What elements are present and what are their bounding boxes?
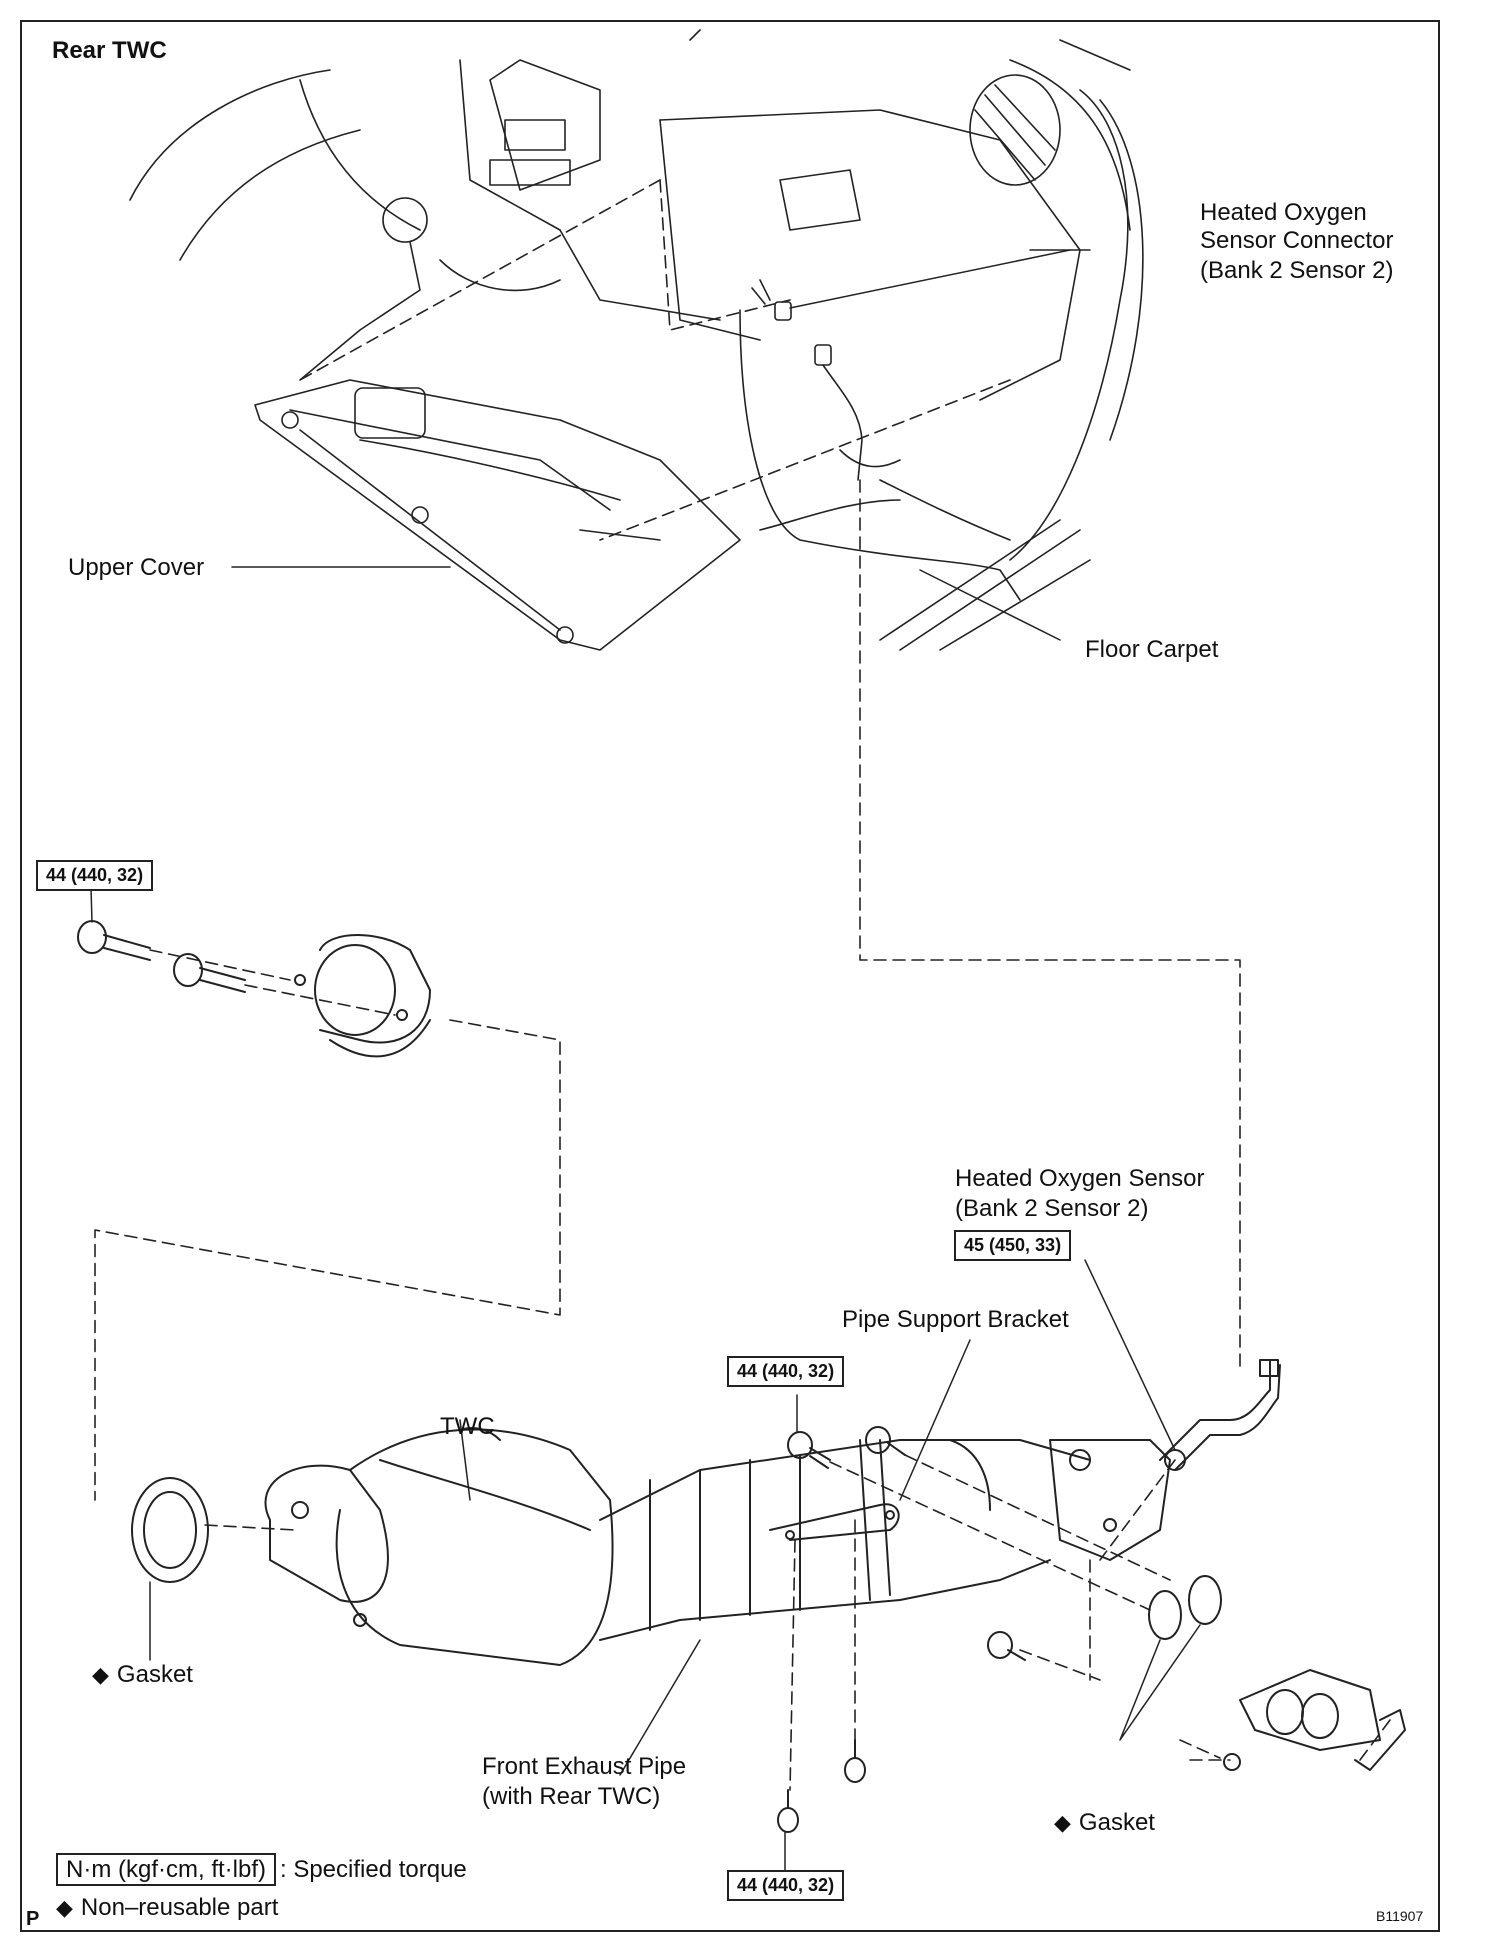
legend-torque: N·m (kgf·cm, ft·lbf): Specified torque <box>56 1853 467 1886</box>
sensor-label-line1: Heated Oxygen Sensor <box>955 1165 1205 1192</box>
torque-sensor: 45 (450, 33) <box>954 1230 1072 1261</box>
gasket-right-text: Gasket <box>1078 1809 1155 1836</box>
torque-top-left: 44 (440, 32) <box>36 860 154 891</box>
gasket-right-label: ◆ Gasket <box>1054 1808 1155 1837</box>
connector-label-line2: Sensor Connector <box>1200 227 1394 254</box>
torque-bracket-top: 44 (440, 32) <box>727 1356 845 1387</box>
gasket-left-label: ◆ Gasket <box>92 1660 193 1689</box>
front-pipe-label-line2: (with Rear TWC) <box>482 1783 661 1810</box>
legend-diamond: ◆ <box>56 1895 73 1920</box>
torque-bottom: 44 (440, 32) <box>727 1870 845 1901</box>
pipe-support-bracket-label: Pipe Support Bracket <box>842 1306 1069 1333</box>
vehicle-interior-sketch <box>129 29 1144 651</box>
legend-non-reusable-text: Non–reusable part <box>80 1894 279 1921</box>
non-reusable-mark: ◆ <box>1054 1810 1071 1835</box>
diagram-frame <box>20 20 1440 1932</box>
non-reusable-mark: ◆ <box>92 1662 109 1687</box>
upper-pipe-flange <box>77 887 431 1058</box>
lower-dashed-lines <box>204 1454 1391 1791</box>
sensor-label-line2: (Bank 2 Sensor 2) <box>955 1195 1149 1222</box>
upper-dashed-lines <box>94 949 561 1501</box>
legend-unit-desc: : Specified torque <box>279 1856 467 1883</box>
diagram-title: Rear TWC <box>52 37 167 64</box>
connector-label-line3: (Bank 2 Sensor 2) <box>1200 257 1394 284</box>
gasket-left-text: Gasket <box>116 1661 193 1688</box>
legend-non-reusable: ◆ Non–reusable part <box>56 1893 278 1922</box>
floor-carpet-label: Floor Carpet <box>1085 636 1219 663</box>
legend-unit-box: N·m (kgf·cm, ft·lbf) <box>56 1853 276 1886</box>
front-exhaust-pipe-assembly <box>131 1259 1406 1871</box>
front-pipe-label-line1: Front Exhaust Pipe <box>482 1753 687 1780</box>
figure-code: B11907 <box>1376 1908 1424 1924</box>
upper-cover-label: Upper Cover <box>68 554 205 581</box>
connector-label-line1: Heated Oxygen <box>1200 199 1367 226</box>
twc-label: TWC <box>440 1413 495 1440</box>
corner-mark: P <box>26 1908 40 1930</box>
interior-dashed-lines <box>299 179 1241 1371</box>
